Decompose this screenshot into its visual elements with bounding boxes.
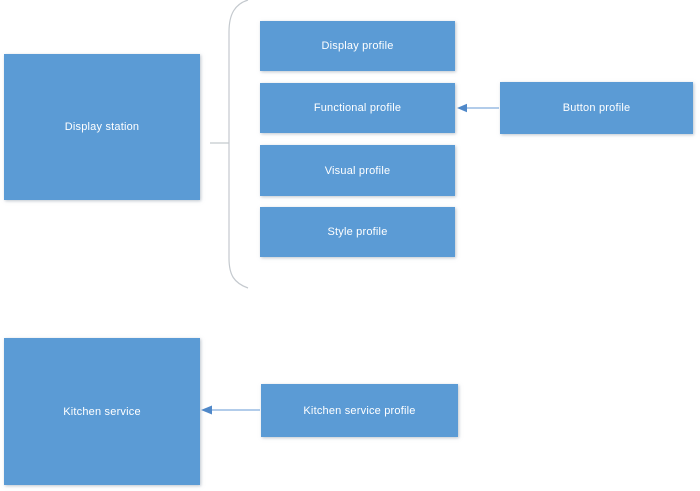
arrow-kitchen-service-profile-to-kitchen-service[interactable]: [201, 405, 260, 415]
node-label: Kitchen service: [63, 405, 141, 418]
node-visual-profile[interactable]: Visual profile: [260, 145, 455, 196]
node-display-station[interactable]: Display station: [4, 54, 200, 200]
arrow-button-profile-to-functional-profile[interactable]: [457, 103, 499, 113]
node-label: Kitchen service profile: [303, 404, 416, 417]
node-display-profile[interactable]: Display profile: [260, 21, 455, 71]
node-label: Visual profile: [324, 164, 391, 177]
group-brace-connector[interactable]: [228, 0, 249, 289]
node-label: Button profile: [562, 102, 631, 114]
node-label: Functional profile: [313, 102, 402, 114]
arrowhead-left-icon: [201, 405, 212, 415]
arrowhead-left-icon: [457, 103, 467, 113]
node-label: Display profile: [321, 40, 394, 52]
node-button-profile[interactable]: Button profile: [500, 82, 693, 134]
node-kitchen-service-profile[interactable]: Kitchen service profile: [261, 384, 458, 437]
node-label: Style profile: [327, 226, 388, 238]
node-label: Display station: [64, 121, 140, 133]
node-functional-profile[interactable]: Functional profile: [260, 83, 455, 133]
node-kitchen-service[interactable]: Kitchen service: [4, 338, 200, 485]
node-style-profile[interactable]: Style profile: [260, 207, 455, 257]
